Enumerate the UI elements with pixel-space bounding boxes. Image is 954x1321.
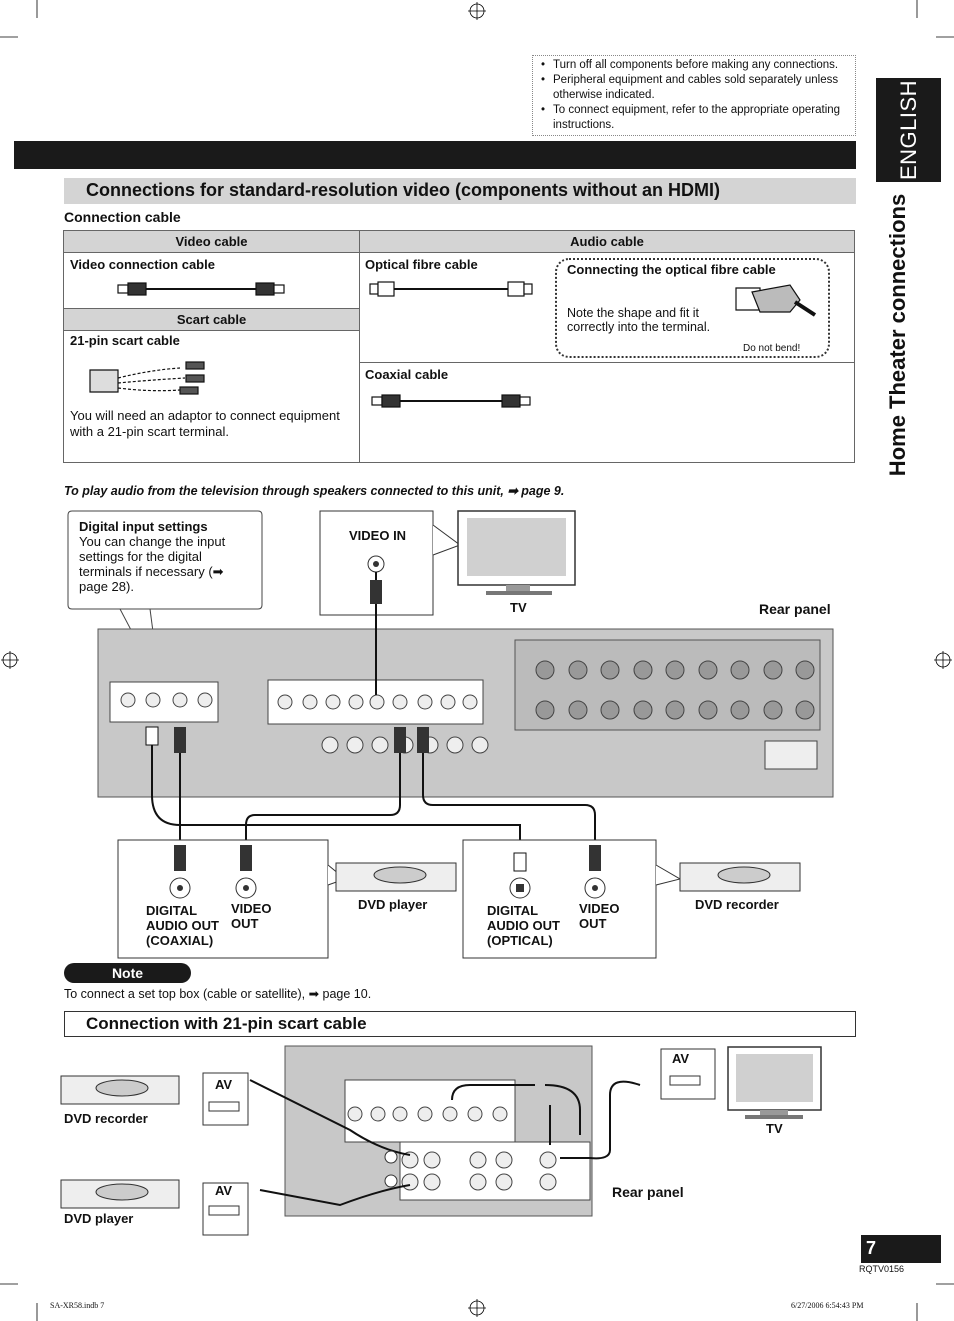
video-cable-header: Video cable [64,231,359,252]
note-item: Peripheral equipment and cables sold sep… [539,73,849,103]
scart-cable-header: Scart cable [64,309,359,330]
video-in-label: VIDEO IN [349,528,407,543]
do-not-bend-label: Do not bend! [743,343,801,354]
av-label: AV [215,1077,233,1092]
rear-panel-label: Rear panel [612,1184,684,1200]
cable-illustrations [89,281,817,408]
note-item: To connect equipment, refer to the appro… [539,103,849,133]
connection-diagram-2 [60,1045,822,1236]
footer-date: 6/27/2006 6:54:43 PM [791,1301,864,1310]
footer-file: SA-XR58.indb 7 [50,1301,105,1310]
tv-label: TV [766,1121,783,1136]
connection-diagram-1 [67,510,834,959]
optical-callout-text: Note the shape and fit it correctly into… [567,306,711,334]
section-heading-scart: Connection with 21-pin scart cable [64,1011,856,1037]
video-out-label: VIDEO OUT [231,901,272,931]
digital-input-settings-text: You can change the input settings for th… [79,534,226,594]
optical-callout-title: Connecting the optical fibre cable [567,262,776,277]
section-heading: Connections for standard-resolution vide… [64,178,856,204]
digital-audio-out-optical-label: DIGITAL AUDIO OUT (OPTICAL) [487,903,560,948]
digital-input-settings-title: Digital input settings [79,519,208,534]
video-connection-cable-label: Video connection cable [70,257,215,272]
coaxial-cable-label: Coaxial cable [365,367,449,382]
precaution-notes: Turn off all components before making an… [532,55,856,136]
audio-cable-header: Audio cable [360,231,854,252]
optical-callout [555,258,830,358]
audio-from-tv-note: To play audio from the television throug… [64,484,565,498]
dvd-recorder-label: DVD recorder [64,1111,148,1126]
language-tab: ENGLISH [876,78,941,182]
tv-label: TV [510,600,527,615]
dvd-player-label: DVD player [64,1211,134,1226]
note-item: Turn off all components before making an… [539,58,849,73]
note-badge: Note [64,963,191,983]
connection-cable-label: Connection cable [64,209,181,225]
note-text: To connect a set top box (cable or satel… [64,987,372,1001]
header-bar [14,141,856,169]
scart-21pin-label: 21-pin scart cable [70,333,180,348]
document-code: RQTV0156 [859,1264,905,1274]
dvd-recorder-label: DVD recorder [695,897,779,912]
digital-audio-out-coaxial-label: DIGITAL AUDIO OUT (COAXIAL) [146,903,219,948]
page-number: 7 [861,1235,941,1263]
av-label: AV [672,1051,690,1066]
optical-fibre-cable-label: Optical fibre cable [365,257,478,272]
av-label: AV [215,1183,233,1198]
rear-panel-label: Rear panel [759,601,831,617]
scart-note: You will need an adaptor to connect equi… [70,408,340,439]
dvd-player-label: DVD player [358,897,428,912]
video-out-label: VIDEO OUT [579,901,620,931]
cable-table: Video cable Audio cable Video connection… [63,230,855,463]
